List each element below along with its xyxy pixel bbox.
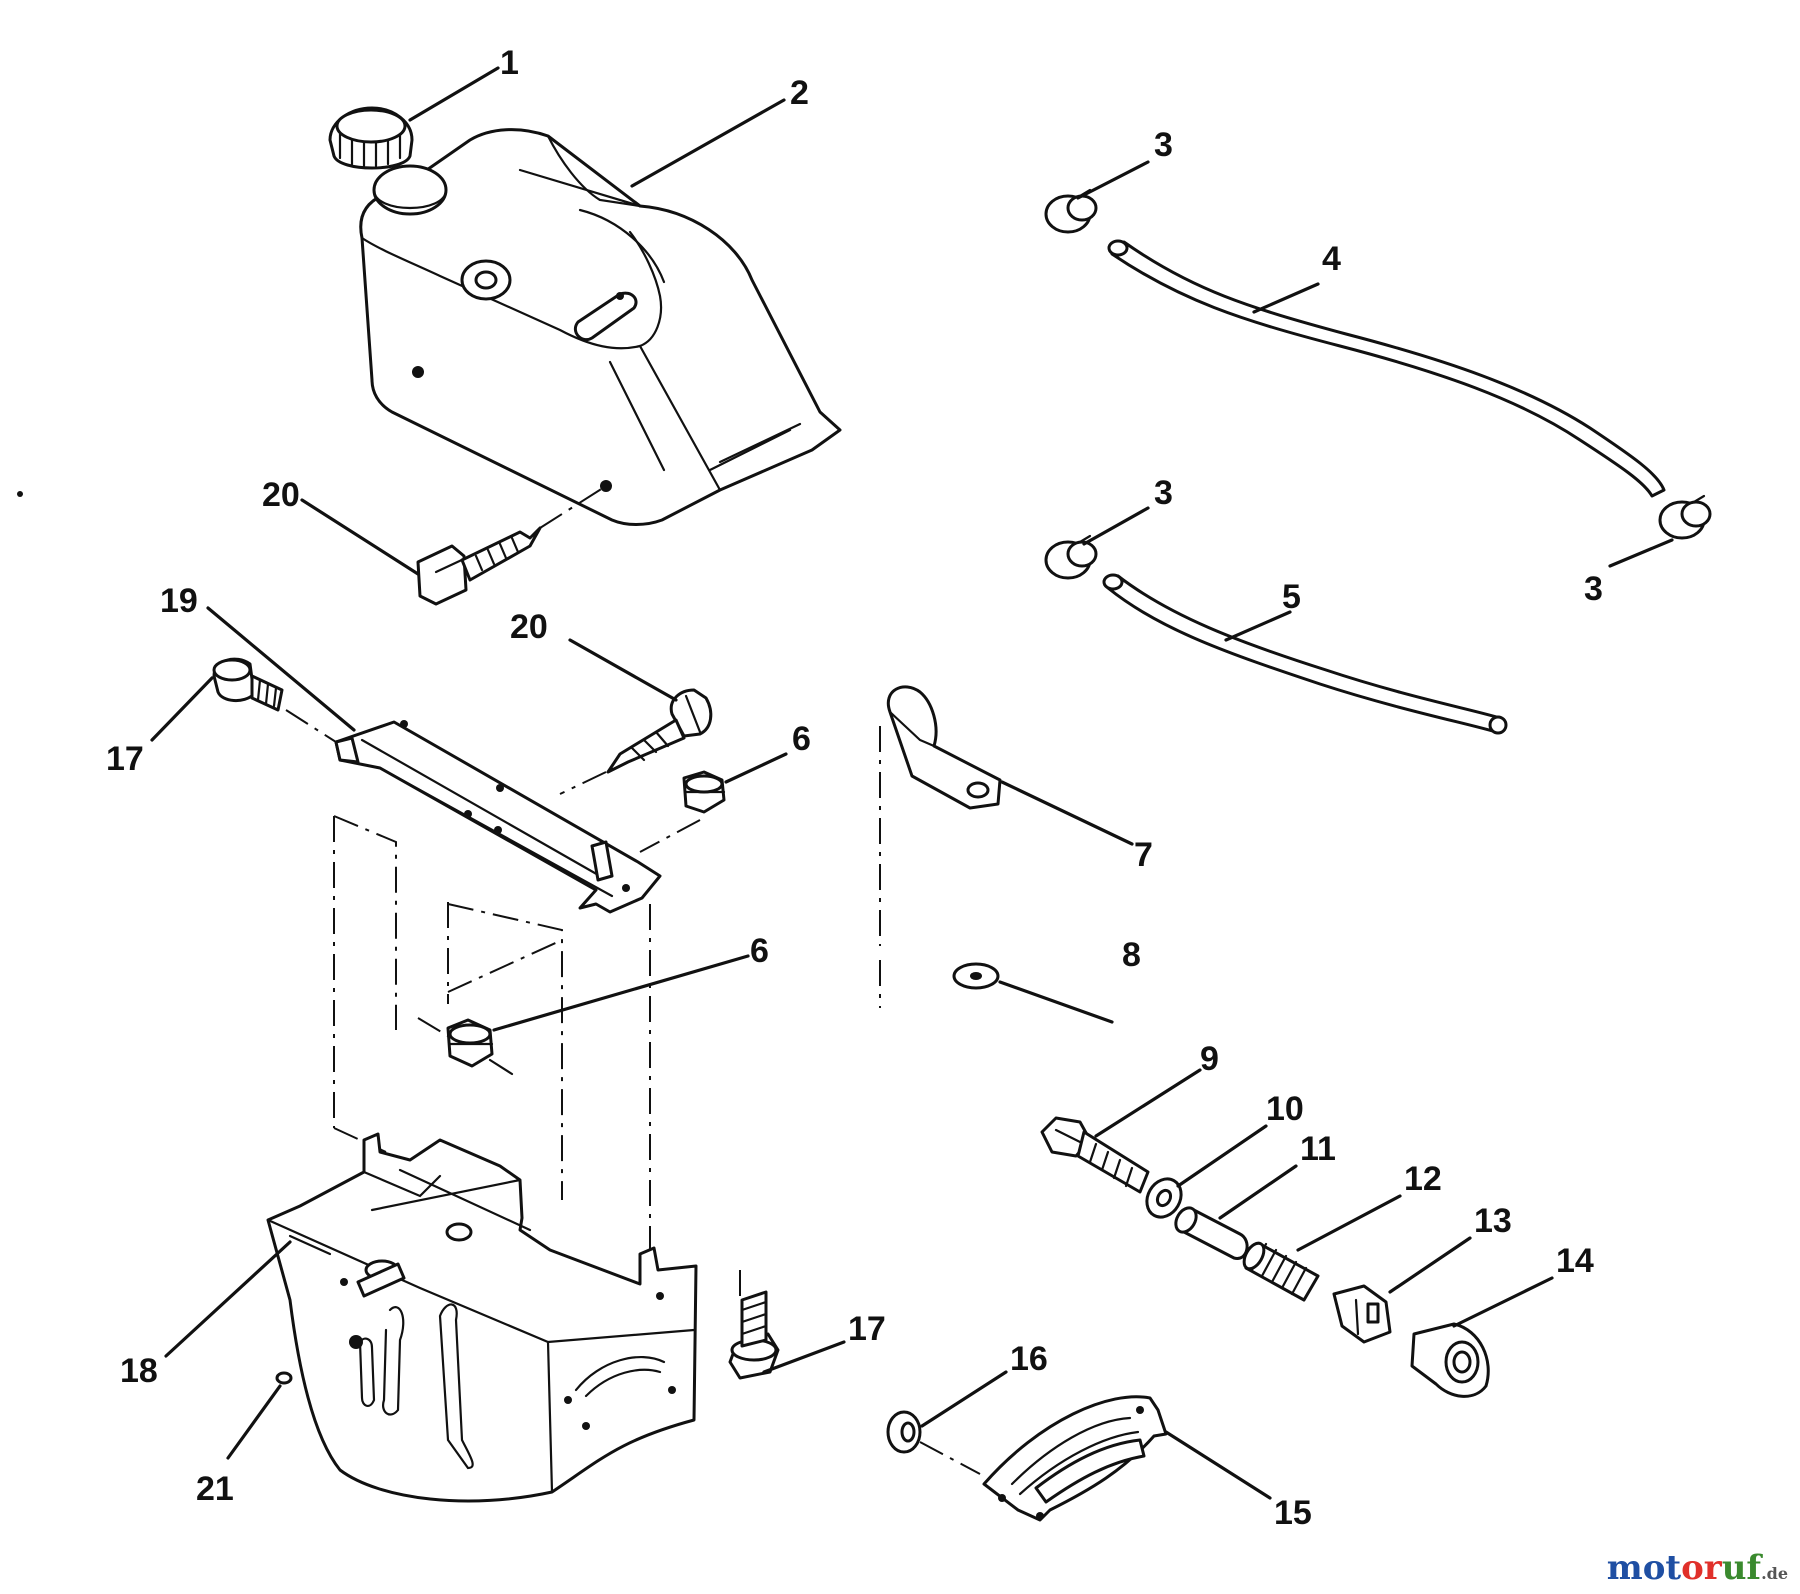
callout-14: 14 xyxy=(1556,1242,1594,1280)
fuel-hose-short xyxy=(1102,573,1508,735)
hose-clip xyxy=(886,685,1002,810)
callout-12: 12 xyxy=(1404,1160,1442,1198)
mounting-bracket xyxy=(334,720,662,914)
spring xyxy=(1242,1241,1320,1302)
hose-clamp-2 xyxy=(1044,534,1098,580)
callout-10: 10 xyxy=(1266,1090,1304,1128)
callout-labels: 1 2 3 4 3 3 5 20 19 20 6 17 7 6 8 9 10 1… xyxy=(106,44,1603,1532)
washer-8 xyxy=(952,962,1000,990)
callout-3-top: 3 xyxy=(1154,126,1173,164)
callout-8: 8 xyxy=(1122,936,1141,974)
watermark-part-3: uf xyxy=(1721,1548,1762,1588)
pivot-bolt xyxy=(1040,1116,1150,1194)
fuel-hose-long xyxy=(1107,239,1666,498)
washer-16 xyxy=(886,1410,922,1454)
watermark-part-2: or xyxy=(1681,1548,1722,1588)
callout-17-lower: 17 xyxy=(848,1310,886,1348)
callout-7: 7 xyxy=(1134,836,1153,874)
nut-upper xyxy=(682,770,726,814)
bolt-lower xyxy=(728,1290,780,1380)
hose-clamp-3 xyxy=(1658,494,1712,540)
lower-shroud xyxy=(266,1132,698,1503)
callout-5: 5 xyxy=(1282,578,1301,616)
callout-17-upper: 17 xyxy=(106,740,144,778)
callout-21: 21 xyxy=(196,1470,234,1508)
callout-15: 15 xyxy=(1274,1494,1312,1532)
callout-16: 16 xyxy=(1010,1340,1048,1378)
tank-screw xyxy=(416,526,542,606)
fuel-tank xyxy=(359,128,842,526)
callout-20-upper: 20 xyxy=(262,476,300,514)
washer-10 xyxy=(1145,1177,1183,1219)
callout-11: 11 xyxy=(1300,1130,1336,1168)
leader-lines xyxy=(150,66,1674,1500)
callout-3-right: 3 xyxy=(1584,570,1603,608)
callout-19: 19 xyxy=(160,582,198,620)
small-screw xyxy=(275,1371,293,1385)
callout-9: 9 xyxy=(1200,1040,1219,1078)
watermark-part-1: mot xyxy=(1606,1548,1682,1588)
callout-4: 4 xyxy=(1322,240,1341,278)
callout-6-lower: 6 xyxy=(750,932,769,970)
motoruf-watermark: motoruf.de xyxy=(1607,1548,1788,1588)
bolt-upper xyxy=(212,657,284,712)
bracket-bolt xyxy=(606,688,713,774)
hose-clamp-1 xyxy=(1044,188,1098,234)
callout-6-upper: 6 xyxy=(792,720,811,758)
callout-3-middle: 3 xyxy=(1154,474,1173,512)
nut-lower xyxy=(446,1018,494,1068)
callout-2: 2 xyxy=(790,74,809,112)
callout-18: 18 xyxy=(120,1352,158,1390)
quadrant-plate xyxy=(982,1395,1168,1522)
callout-20-lower: 20 xyxy=(510,608,548,646)
spacer xyxy=(1174,1206,1249,1260)
watermark-part-4: .de xyxy=(1761,1564,1788,1583)
fuel-cap xyxy=(328,106,414,170)
detent xyxy=(1332,1284,1392,1344)
callout-1: 1 xyxy=(500,44,519,82)
knob xyxy=(1410,1322,1490,1398)
callout-13: 13 xyxy=(1474,1202,1512,1240)
